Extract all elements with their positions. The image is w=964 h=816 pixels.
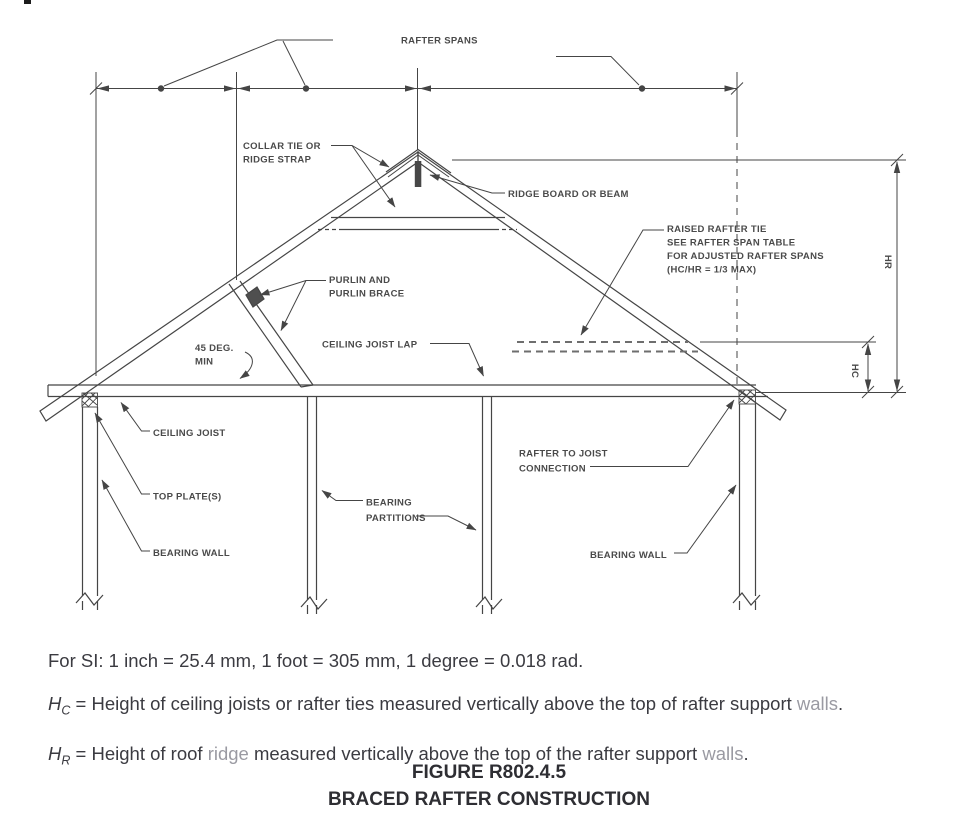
figure-area: RAFTER SPANS COLLAR TIE OR RIDGE STRAP R… <box>39 36 906 614</box>
bearing-partitions-label-2: PARTITIONS <box>366 513 426 524</box>
raised-rafter-tie-label-4: (HC/HR = 1/3 MAX) <box>667 265 756 276</box>
left-bearing-wall <box>75 407 104 610</box>
raised-rafter-tie <box>512 341 698 353</box>
rafter-to-joist-label-2: CONNECTION <box>519 464 586 475</box>
collar-tie-label: COLLAR TIE OR <box>243 141 321 152</box>
bearing-wall-right-label: BEARING WALL <box>590 550 667 561</box>
term-link-walls-2[interactable]: walls <box>702 742 744 764</box>
ridge-board-label: RIDGE BOARD OR BEAM <box>508 189 629 200</box>
hc-dimension-label: HC <box>849 364 860 378</box>
right-top-plate <box>738 389 756 405</box>
collar-tie <box>318 216 517 231</box>
ceiling-joist-label: CEILING JOIST <box>153 428 226 439</box>
deg45-label-2: MIN <box>195 357 213 368</box>
ridge-strap <box>385 148 452 174</box>
hr-definition: HR = Height of roof ridge measured verti… <box>48 742 749 768</box>
hr-dimension-label: HR <box>882 255 893 269</box>
bearing-wall-left-label: BEARING WALL <box>153 548 230 559</box>
hc-definition-text: = Height of ceiling joists or rafter tie… <box>70 692 797 714</box>
label-leaders <box>94 145 737 554</box>
hr-symbol: HR <box>48 742 71 768</box>
rafter-spans-label: RAFTER SPANS <box>401 36 478 47</box>
purlin <box>245 286 265 308</box>
term-link-ridge[interactable]: ridge <box>207 742 249 764</box>
ridge-strap-inner <box>387 154 450 178</box>
left-top-plate <box>81 392 98 408</box>
hc-definition: HC = Height of ceiling joists or rafter … <box>48 692 844 718</box>
figure-title: BRACED RAFTER CONSTRUCTION <box>328 789 650 810</box>
collar-tie-label-2: RIDGE STRAP <box>243 155 312 166</box>
term-link-walls[interactable]: walls <box>796 692 839 714</box>
figure-number: FIGURE R802.4.5 <box>411 762 567 783</box>
raised-rafter-tie-label-3: FOR ADJUSTED RAFTER SPANS <box>667 251 824 262</box>
si-conversion-text: For SI: 1 inch = 25.4 mm, 1 foot = 305 m… <box>48 649 584 671</box>
ceiling-joist-lap-label: CEILING JOIST LAP <box>322 340 418 351</box>
hc-period: . <box>838 692 844 714</box>
right-bearing-wall <box>732 404 761 610</box>
diagram-linework <box>39 39 906 614</box>
hr-definition-text-2: measured vertically above the top of the… <box>248 742 703 764</box>
braced-rafter-diagram: RAFTER SPANS COLLAR TIE OR RIDGE STRAP R… <box>39 36 906 614</box>
figure-caption: FIGURE R802.4.5 BRACED RAFTER CONSTRUCTI… <box>0 759 964 813</box>
left-rafter <box>39 150 419 422</box>
hc-symbol: HC <box>48 692 71 718</box>
purlin-label-2: PURLIN BRACE <box>329 289 404 300</box>
deg45-label: 45 DEG. <box>195 343 234 354</box>
screen-edge-artifact <box>24 0 31 4</box>
rafter-to-joist-label: RAFTER TO JOIST <box>519 449 608 460</box>
ridge-board <box>414 161 422 187</box>
rafter-spans-dimension-arrows <box>97 85 736 92</box>
bearing-partition-right <box>475 396 503 614</box>
ceiling-joist <box>47 384 768 398</box>
top-plates-label: TOP PLATE(S) <box>153 492 222 503</box>
hr-definition-text-1: = Height of roof <box>70 742 208 764</box>
right-rafter <box>417 150 787 421</box>
purlin-label: PURLIN AND <box>329 275 390 286</box>
purlin-brace <box>228 280 314 388</box>
hr-hc-dimension-arrows <box>864 161 901 392</box>
diagram-labels: RAFTER SPANS COLLAR TIE OR RIDGE STRAP R… <box>153 36 893 562</box>
bearing-partitions-label: BEARING <box>366 498 412 509</box>
rafter-spans-dimension <box>89 39 744 384</box>
si-conversion-note: For SI: 1 inch = 25.4 mm, 1 foot = 305 m… <box>48 650 583 672</box>
hr-period: . <box>743 742 749 764</box>
bearing-partition-left <box>300 396 328 614</box>
raised-rafter-tie-label: RAISED RAFTER TIE <box>667 224 767 235</box>
raised-rafter-tie-label-2: SEE RAFTER SPAN TABLE <box>667 238 795 249</box>
